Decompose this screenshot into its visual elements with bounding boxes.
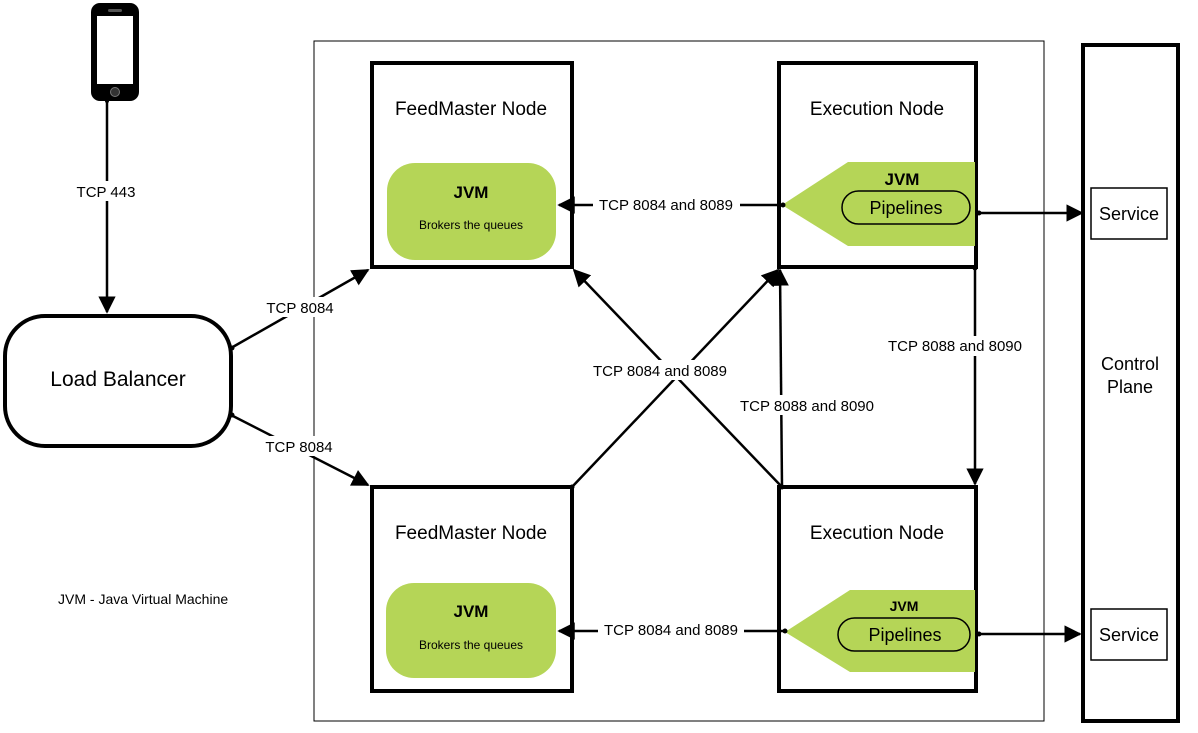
pipelines-pill <box>837 617 971 652</box>
smartphone-icon <box>91 3 139 101</box>
legend-text: JVM - Java Virtual Machine <box>58 591 228 607</box>
pipelines-label: Pipelines <box>868 625 941 645</box>
edge-labels: TCP 443 TCP 8084 TCP 8084 TCP 8084 and 8… <box>72 181 1028 639</box>
load-balancer: Load Balancer <box>3 314 233 448</box>
service-label-bottom: Service <box>1099 625 1159 645</box>
edge-exec-bottom-up <box>771 268 789 488</box>
edge-label-lb-to-fm-bottom: TCP 8084 <box>265 439 332 456</box>
feedmaster-node-bottom: FeedMaster Node JVM Brokers the queues <box>370 485 574 693</box>
edge-label-exec-bottom-to-fm-bottom: TCP 8084 and 8089 <box>604 622 738 639</box>
edge-label-exec-top-to-fm-top: TCP 8084 and 8089 <box>599 197 733 214</box>
jvm-title: JVM <box>885 170 920 189</box>
control-plane: Control Plane Service Service <box>1081 43 1180 723</box>
execution-node-top: Execution Node JVM Pipelines <box>777 61 978 269</box>
jvm-title: JVM <box>890 598 919 614</box>
feedmaster-top-title: FeedMaster Node <box>395 99 547 120</box>
control-plane-label-line1: Control <box>1101 354 1159 374</box>
jvm-title: JVM <box>454 602 489 621</box>
jvm-subtitle: Brokers the queues <box>419 638 523 652</box>
execution-top-title: Execution Node <box>810 99 944 120</box>
load-balancer-label: Load Balancer <box>50 368 185 391</box>
execution-bottom-title: Execution Node <box>810 523 944 544</box>
edge-label-lb-to-fm-top: TCP 8084 <box>266 300 333 317</box>
pipelines-label: Pipelines <box>869 198 942 218</box>
jvm-subtitle: Brokers the queues <box>419 218 523 232</box>
control-plane-label-line2: Plane <box>1107 377 1153 397</box>
feedmaster-bottom-title: FeedMaster Node <box>395 523 547 544</box>
service-label-top: Service <box>1099 204 1159 224</box>
feedmaster-node-top: FeedMaster Node JVM Brokers the queues <box>370 61 574 269</box>
edge-label-cross: TCP 8084 and 8089 <box>593 363 727 380</box>
edge-label-exec-top-down: TCP 8088 and 8090 <box>888 338 1022 355</box>
service-box-top <box>1090 187 1168 240</box>
connection-dots <box>105 99 982 637</box>
edge-label-exec-bottom-up: TCP 8088 and 8090 <box>740 398 874 415</box>
service-box-bottom <box>1090 608 1168 661</box>
execution-node-bottom: Execution Node JVM Pipelines <box>777 485 978 693</box>
cluster-boundary <box>313 40 1045 722</box>
pipelines-pill <box>841 190 971 225</box>
jvm-title: JVM <box>454 183 489 202</box>
edge-label-phone-to-lb: TCP 443 <box>77 184 136 201</box>
jvm-box-feedmaster-bottom <box>386 583 556 678</box>
jvm-shape-execution-top <box>782 162 975 246</box>
jvm-box-feedmaster-top <box>387 163 556 260</box>
